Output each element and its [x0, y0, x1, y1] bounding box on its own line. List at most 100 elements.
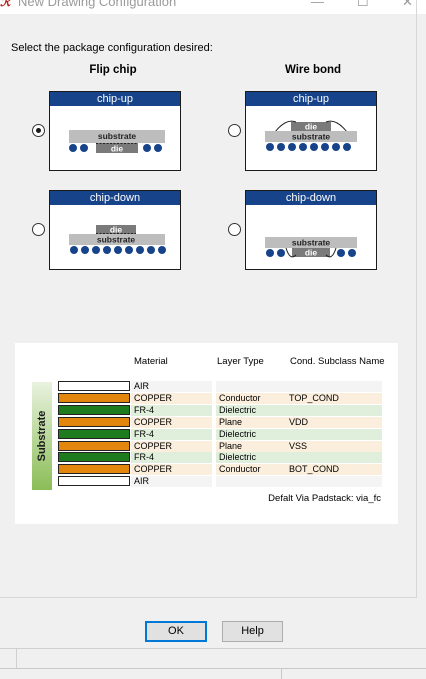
- flip-chip-down-diagram[interactable]: chip-down die substrate: [49, 190, 181, 270]
- substrate-shape: [265, 131, 357, 142]
- layer-swatch: [58, 452, 130, 463]
- status-divider: [16, 649, 17, 669]
- solder-ball: [266, 249, 274, 257]
- frame-edge: [416, 0, 417, 598]
- solder-ball: [80, 144, 88, 152]
- layer-type: Conductor: [216, 464, 287, 476]
- flip-chip-up-radio[interactable]: [32, 124, 45, 137]
- flip-chip-up-diagram[interactable]: chip-up substrate die: [49, 91, 181, 171]
- solder-ball: [147, 246, 155, 254]
- substrate-side-tab: Substrate: [32, 382, 52, 490]
- solder-ball: [321, 143, 329, 151]
- layer-type: [216, 476, 287, 488]
- layer-swatch: [58, 392, 130, 403]
- flip-chip-up-drawing: substrate die: [69, 130, 165, 154]
- layer-material: AIR: [131, 381, 212, 392]
- layer-row: AIR: [58, 381, 384, 392]
- wire-bond-down-radio[interactable]: [228, 223, 241, 236]
- die-label: die: [111, 144, 124, 154]
- solder-ball: [332, 143, 340, 151]
- layer-type: Dielectric: [216, 428, 287, 440]
- bond-wire: [325, 247, 337, 258]
- layer-row: FR-4 Dielectric: [58, 452, 384, 464]
- layer-swatch: [58, 404, 130, 415]
- bottom-bar: [0, 668, 426, 679]
- solder-ball: [343, 143, 351, 151]
- solder-ball: [70, 246, 78, 254]
- title-bar: ℛ New Drawing Configuration — ☐ ✕: [0, 0, 426, 14]
- flip-chip-down-drawing: die substrate: [69, 225, 166, 254]
- layer-type: Plane: [216, 440, 287, 452]
- solder-ball: [299, 143, 307, 151]
- die-label: die: [305, 248, 318, 258]
- wire-bond-down-diagram[interactable]: chip-down substrate die: [245, 190, 377, 270]
- die-label: die: [305, 122, 318, 132]
- solder-ball: [277, 249, 285, 257]
- layer-swatch: [58, 428, 130, 439]
- layer-subclass: [286, 404, 382, 416]
- flip-chip-down-radio[interactable]: [32, 223, 45, 236]
- package-header: chip-up: [246, 92, 376, 106]
- solder-ball: [92, 246, 100, 254]
- help-button[interactable]: Help: [222, 621, 283, 642]
- package-header: chip-up: [50, 92, 180, 106]
- layer-type-header: Layer Type: [217, 356, 264, 367]
- layer-swatch: [58, 416, 130, 427]
- solder-ball: [277, 143, 285, 151]
- layer-subclass: [286, 381, 382, 392]
- die-label: die: [110, 225, 123, 235]
- wire-bond-up-radio[interactable]: [228, 124, 241, 137]
- layer-subclass: VSS: [286, 440, 382, 452]
- layer-material: FR-4: [131, 404, 212, 416]
- layer-type: Plane: [216, 416, 287, 428]
- die-shape: [96, 225, 136, 234]
- layer-swatch: [58, 381, 130, 391]
- solder-ball: [143, 144, 151, 152]
- substrate-shape: [69, 234, 165, 245]
- selection-prompt: Select the package configuration desired…: [11, 42, 213, 54]
- minimize-button[interactable]: —: [311, 0, 324, 9]
- bond-wire: [274, 120, 297, 133]
- layer-row: FR-4 Dielectric: [58, 404, 384, 416]
- status-bar: [0, 648, 426, 669]
- solder-ball: [103, 246, 111, 254]
- layer-type: Dielectric: [216, 452, 287, 464]
- layer-swatch: [58, 464, 130, 475]
- substrate-label: substrate: [97, 235, 136, 245]
- layer-subclass: TOP_COND: [286, 392, 382, 404]
- wire-bond-down-drawing: substrate die: [265, 237, 357, 258]
- layer-material: FR-4: [131, 452, 212, 464]
- substrate-shape: [265, 237, 357, 248]
- substrate-shape: [69, 130, 165, 143]
- solder-ball: [348, 249, 356, 257]
- maximize-button[interactable]: ☐: [357, 0, 369, 9]
- bond-wire: [285, 247, 297, 258]
- solder-ball: [310, 143, 318, 151]
- stackup-panel: Material Layer Type Cond. Subclass Name …: [15, 343, 398, 524]
- layer-type: Dielectric: [216, 404, 287, 416]
- solder-ball: [125, 246, 133, 254]
- layer-material: COPPER: [131, 464, 212, 476]
- layer-subclass: [286, 476, 382, 488]
- layer-type: Conductor: [216, 392, 287, 404]
- substrate-label: substrate: [292, 238, 331, 248]
- layer-material: AIR: [131, 476, 212, 488]
- layer-swatch: [58, 440, 130, 451]
- layer-material: FR-4: [131, 428, 212, 440]
- die-shape: [291, 122, 331, 131]
- subclass-header: Cond. Subclass Name: [290, 356, 385, 367]
- solder-ball: [136, 246, 144, 254]
- solder-ball: [69, 144, 77, 152]
- wire-bond-up-diagram[interactable]: chip-up die substrate: [245, 91, 377, 171]
- solder-ball: [158, 246, 166, 254]
- button-separator: [0, 597, 416, 598]
- solder-ball: [154, 144, 162, 152]
- close-button[interactable]: ✕: [402, 0, 413, 9]
- ok-button[interactable]: OK: [145, 621, 207, 642]
- layer-material: COPPER: [131, 416, 212, 428]
- substrate-side-label: Substrate: [36, 410, 48, 462]
- layer-swatch: [58, 476, 130, 487]
